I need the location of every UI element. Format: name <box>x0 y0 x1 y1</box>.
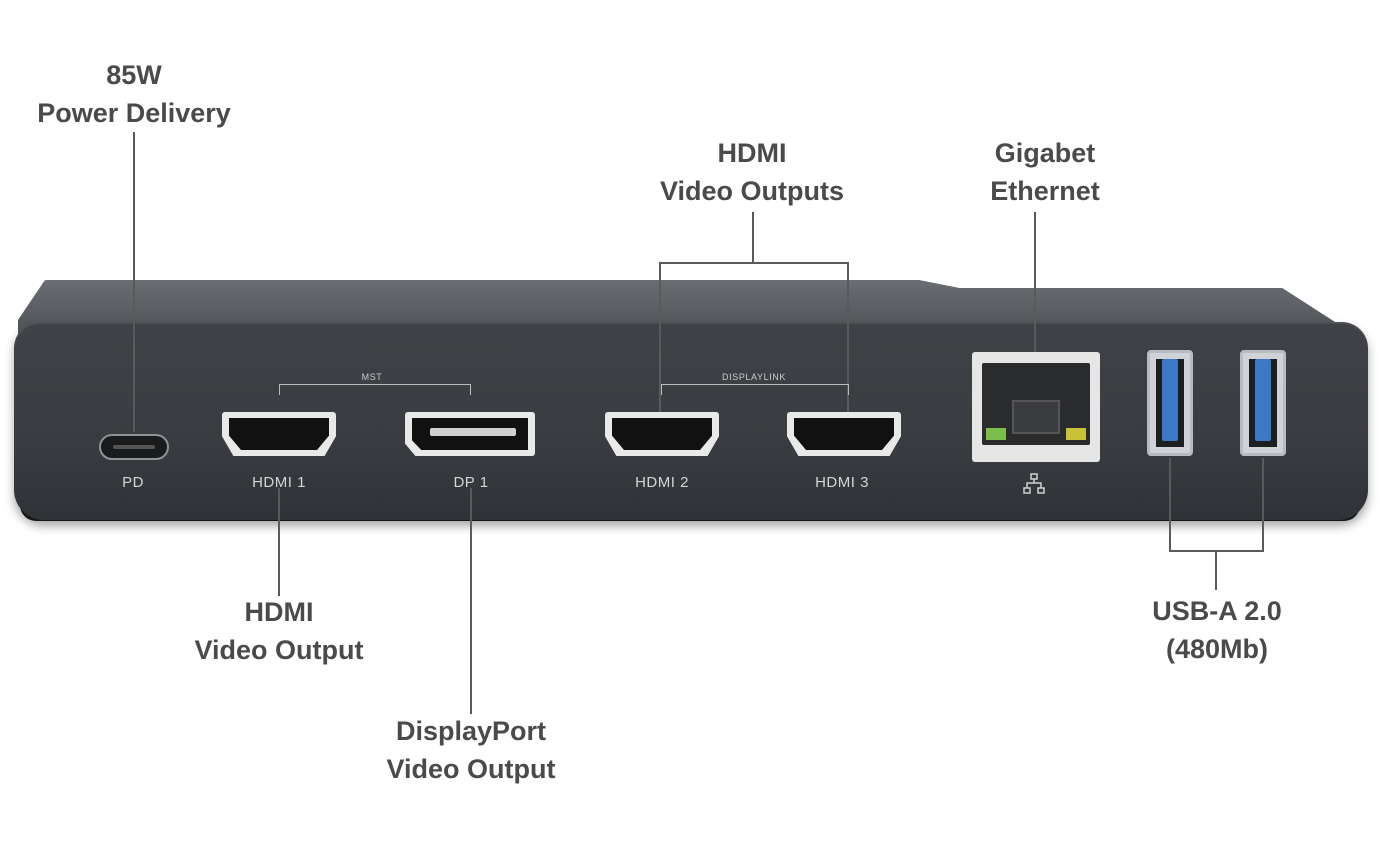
leader-line-hdmi-group-bar <box>659 262 849 264</box>
callout-hdmi-outputs-line2: Video Outputs <box>659 176 845 206</box>
leader-line-hdmi-group-stem <box>752 212 754 264</box>
callout-displayport-video-output: DisplayPort Video Output <box>387 712 556 788</box>
callout-usb-line1: USB-A 2.0 <box>1152 596 1282 626</box>
callout-pd-line1: 85W <box>106 60 162 90</box>
callout-ethernet-line2: Ethernet <box>990 176 1100 206</box>
leader-line-dp1 <box>470 488 472 714</box>
usb-c-pd-port <box>99 434 169 460</box>
ethernet-port-latch <box>1012 400 1060 434</box>
usb-a-port-2-tongue <box>1255 359 1271 441</box>
leader-line-hdmi2 <box>659 262 661 412</box>
displaylink-bracket <box>661 384 849 395</box>
ethernet-activity-led <box>1066 428 1086 440</box>
network-icon <box>1022 472 1046 501</box>
callout-dp-line1: DisplayPort <box>395 716 547 746</box>
usb-a-port-1-tongue <box>1162 359 1178 441</box>
leader-line-hdmi1 <box>278 488 280 596</box>
leader-line-usb-stem <box>1215 550 1217 590</box>
displaylink-label: DISPLAYLINK <box>722 372 786 382</box>
hdmi2-port-label: HDMI 2 <box>635 474 689 491</box>
dp1-port-label: DP 1 <box>453 474 489 491</box>
callout-hdmi-video-outputs: HDMI Video Outputs <box>660 134 844 210</box>
callout-ethernet-line1: Gigabet <box>994 138 1096 168</box>
mst-label: MST <box>361 372 383 382</box>
usb-a-port-1 <box>1147 350 1193 456</box>
callout-hdmi-output-line2: Video Output <box>194 635 364 665</box>
mst-bracket <box>279 384 471 395</box>
callout-usb-a: USB-A 2.0 (480Mb) <box>1152 592 1282 668</box>
leader-line-pd <box>133 132 135 432</box>
callout-hdmi-video-output: HDMI Video Output <box>195 593 364 669</box>
usb-a-port-2 <box>1240 350 1286 456</box>
hdmi2-port <box>605 412 719 456</box>
hdmi1-port-label: HDMI 1 <box>252 474 306 491</box>
callout-hdmi-outputs-line1: HDMI <box>717 138 787 168</box>
leader-line-hdmi3 <box>847 262 849 412</box>
hdmi1-port <box>222 412 336 456</box>
callout-hdmi-output-line1: HDMI <box>244 597 314 627</box>
ethernet-link-led <box>986 428 1006 440</box>
hdmi3-port-label: HDMI 3 <box>815 474 869 491</box>
callout-dp-line2: Video Output <box>386 754 556 784</box>
callout-power-delivery: 85W Power Delivery <box>37 56 231 132</box>
leader-line-usb-right <box>1262 458 1264 552</box>
callout-pd-line2: Power Delivery <box>37 98 231 128</box>
dp1-port-tongue <box>430 428 516 436</box>
leader-line-usb-left <box>1169 458 1171 552</box>
callout-gigabit-ethernet: Gigabet Ethernet <box>990 134 1100 210</box>
pd-port-label: PD <box>122 474 144 491</box>
callout-usb-line2: (480Mb) <box>1165 634 1268 664</box>
hdmi3-port <box>787 412 901 456</box>
leader-line-ethernet <box>1034 212 1036 412</box>
